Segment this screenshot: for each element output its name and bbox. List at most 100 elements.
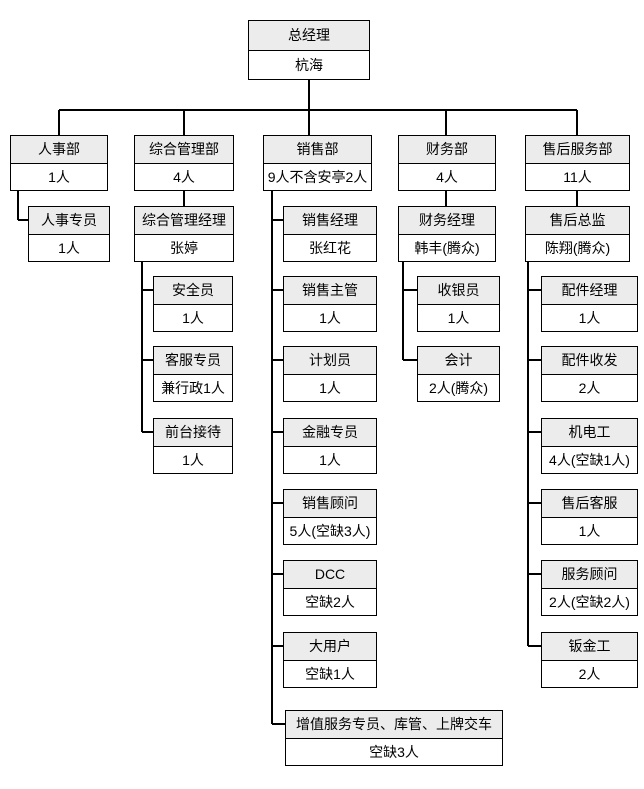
node-title: 销售顾问 xyxy=(284,490,376,518)
node-value: 空缺2人 xyxy=(305,593,355,610)
connector-line xyxy=(445,191,447,206)
node-value: 1人 xyxy=(447,309,470,326)
node-title: 安全员 xyxy=(154,277,232,305)
connector-line xyxy=(528,289,541,291)
org-node-admin: 综合管理部 4人 xyxy=(134,135,234,191)
node-value: 兼行政1人 xyxy=(161,379,225,396)
connector-line xyxy=(272,723,285,725)
node-value: 张婷 xyxy=(170,239,198,256)
org-node-sales_mgr: 销售经理张红花 xyxy=(283,206,377,262)
connector-line xyxy=(528,431,541,433)
node-title: 人事部 xyxy=(11,136,107,164)
node-title: 前台接待 xyxy=(154,419,232,447)
org-node-key_acct: 大用户空缺1人 xyxy=(283,632,377,688)
node-value: 杭海 xyxy=(295,56,323,73)
node-title: 计划员 xyxy=(284,347,376,375)
org-node-fin_mgr: 财务经理韩丰(腾众) xyxy=(398,206,496,262)
org-node-hr: 人事部 1人 xyxy=(10,135,108,191)
connector-line xyxy=(18,219,28,221)
node-value: 2人(空缺2人) xyxy=(549,593,630,610)
connector-line xyxy=(142,289,153,291)
node-value: 韩丰(腾众) xyxy=(414,239,480,256)
node-title: 财务部 xyxy=(399,136,495,164)
node-value: 1人 xyxy=(182,309,204,326)
node-value: 2人(腾众) xyxy=(428,379,489,396)
connector-line xyxy=(272,359,283,361)
node-title: 配件收发 xyxy=(542,347,637,375)
node-title: 人事专员 xyxy=(29,207,109,235)
node-value: 1人 xyxy=(182,451,204,468)
node-title: 客服专员 xyxy=(154,347,232,375)
node-value: 空缺3人 xyxy=(369,743,419,760)
node-value: 4人 xyxy=(436,168,458,185)
connector-line xyxy=(308,110,310,135)
node-value: 1人 xyxy=(319,379,341,396)
node-value: 1人 xyxy=(578,522,601,539)
node-title: 销售主管 xyxy=(284,277,376,305)
node-title: DCC xyxy=(284,561,376,589)
node-value: 空缺1人 xyxy=(305,665,355,682)
connector-line xyxy=(576,191,578,206)
org-node-after_dir: 售后总监陈翔(腾众) xyxy=(525,206,630,262)
node-title: 综合管理部 xyxy=(135,136,233,164)
connector-line xyxy=(403,289,417,291)
connector-line xyxy=(142,431,153,433)
connector-line xyxy=(403,359,417,361)
connector-line xyxy=(445,110,447,135)
org-node-parts_mgr: 配件经理 1人 xyxy=(541,276,638,332)
node-value: 1人 xyxy=(578,309,601,326)
org-node-admin_mgr: 综合管理经理张婷 xyxy=(134,206,234,262)
org-node-safety: 安全员 1人 xyxy=(153,276,233,332)
connector-line xyxy=(527,262,529,646)
node-value: 1人 xyxy=(319,309,341,326)
org-node-sales_sup: 销售主管 1人 xyxy=(283,276,377,332)
node-title: 大用户 xyxy=(284,633,376,661)
node-title: 总经理 xyxy=(249,21,369,51)
node-title: 配件经理 xyxy=(542,277,637,305)
connector-line xyxy=(272,645,283,647)
connector-line xyxy=(183,110,185,135)
node-title: 金融专员 xyxy=(284,419,376,447)
org-node-sales: 销售部 9人不含安亭2人 xyxy=(263,135,372,191)
org-node-planner: 计划员 1人 xyxy=(283,346,377,402)
org-node-gm: 总经理杭海 xyxy=(248,20,370,80)
node-title: 销售部 xyxy=(264,136,371,164)
connector-line xyxy=(271,191,273,724)
node-title: 销售经理 xyxy=(284,207,376,235)
connector-line xyxy=(402,262,404,360)
node-title: 机电工 xyxy=(542,419,637,447)
node-title: 会计 xyxy=(418,347,499,375)
node-title: 钣金工 xyxy=(542,633,637,661)
node-value: 9人不含安亭2人 xyxy=(267,168,368,185)
connector-line xyxy=(528,645,541,647)
connector-line xyxy=(272,502,283,504)
org-node-accountant: 会计 2人(腾众) xyxy=(417,346,500,402)
connector-line xyxy=(141,262,143,432)
connector-line xyxy=(272,431,283,433)
node-value: 1人 xyxy=(48,168,70,185)
node-title: 售后客服 xyxy=(542,490,637,518)
org-node-vas: 增值服务专员、库管、上牌交车空缺3人 xyxy=(285,710,503,766)
connector-line xyxy=(272,289,283,291)
org-node-dcc: DCC 空缺2人 xyxy=(283,560,377,616)
org-node-hr_spec: 人事专员 1人 xyxy=(28,206,110,262)
org-node-after_cs: 售后客服 1人 xyxy=(541,489,638,545)
node-value: 1人 xyxy=(58,239,80,256)
org-node-cashier: 收银员 1人 xyxy=(417,276,500,332)
connector-line xyxy=(528,502,541,504)
connector-line xyxy=(272,573,283,575)
org-node-cs_spec: 客服专员兼行政1人 xyxy=(153,346,233,402)
node-title: 财务经理 xyxy=(399,207,495,235)
connector-line xyxy=(59,109,577,111)
node-value: 11人 xyxy=(563,168,592,185)
node-title: 收银员 xyxy=(418,277,499,305)
connector-line xyxy=(528,573,541,575)
node-value: 4人 xyxy=(173,168,195,185)
